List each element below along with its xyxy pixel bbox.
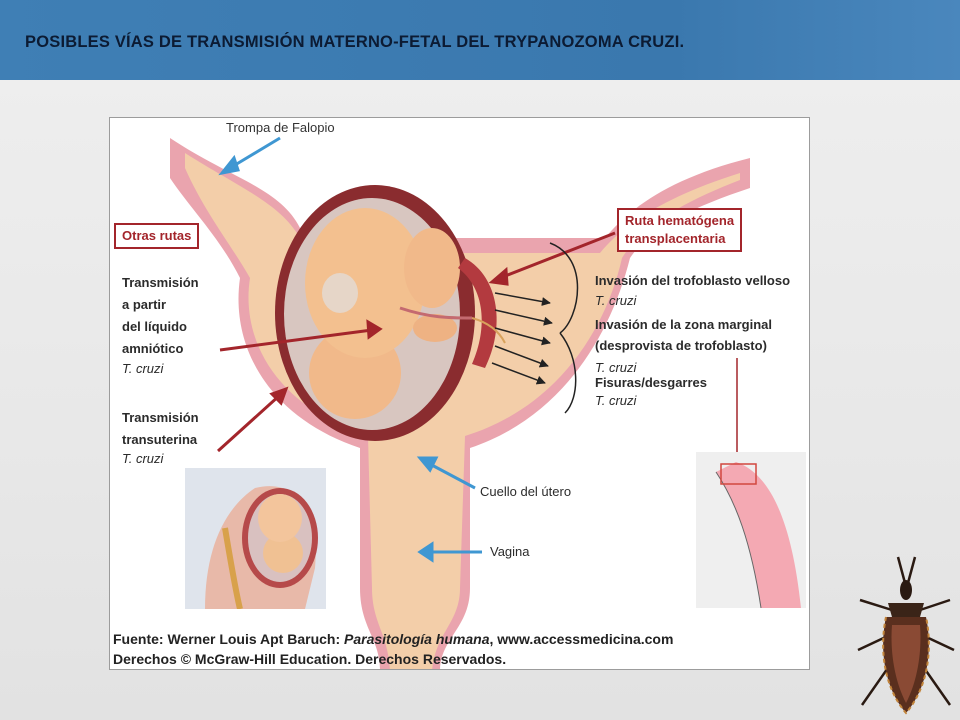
label-cuello-del-utero: Cuello del útero [480, 484, 572, 499]
uterus-illustration [170, 136, 750, 669]
label-fisuras-species: T. cruzi [595, 393, 637, 408]
kissing-bug-image [857, 556, 955, 715]
credit-fuente-prefix: Fuente: Werner Louis Apt Baruch: [113, 631, 345, 647]
label-invasion-velloso: Invasión del trofoblasto velloso [595, 273, 791, 288]
label-amniotico-line-2: a partir [122, 297, 167, 312]
credit-fuente-book: Parasitología humana [344, 631, 490, 647]
credit-fuente: Fuente: Werner Louis Apt Baruch: Parasit… [113, 631, 673, 647]
fetus [305, 208, 460, 419]
inset-pregnancy-image [185, 468, 326, 609]
placenta [458, 258, 497, 368]
box-ruta-hematogena-line-1: Ruta hematógena [625, 213, 735, 228]
label-vagina: Vagina [490, 544, 530, 559]
label-transuterina-species: T. cruzi [122, 451, 164, 466]
label-trompa-de-falopio: Trompa de Falopio [226, 120, 335, 135]
invasion-arrows [491, 292, 553, 385]
label-amniotico-line-3: del líquido [122, 319, 187, 334]
blue-arrows [218, 136, 482, 563]
box-ruta-hematogena-line-2: transplacentaria [625, 231, 726, 246]
box-otras-rutas: Otras rutas [114, 223, 200, 249]
label-velloso-species: T. cruzi [595, 293, 637, 308]
label-amniotico: Transmisión a partir del líquido amnióti… [122, 272, 199, 360]
label-marginal-species: T. cruzi [595, 360, 637, 375]
diagram-panel: Trompa de Falopio Otras rutas Transmisió… [109, 117, 810, 670]
page-title: POSIBLES VÍAS DE TRANSMISIÓN MATERNO-FET… [25, 33, 685, 51]
title-banner: POSIBLES VÍAS DE TRANSMISIÓN MATERNO-FET… [0, 0, 960, 80]
label-transuterina-line-1: Transmisión [122, 410, 199, 425]
label-transuterina-line-2: transuterina [122, 432, 198, 447]
credit-fuente-suffix: , www.accessmedicina.com [489, 631, 674, 647]
label-invasion-marginal-line-2: (desprovista de trofoblasto) [595, 338, 767, 353]
label-amniotico-line-4: amniótico [122, 341, 184, 356]
label-invasion-marginal: Invasión de la zona marginal (desprovist… [595, 314, 772, 356]
box-ruta-hematogena: Ruta hematógena transplacentaria [617, 208, 743, 252]
credit-derechos: Derechos © McGraw-Hill Education. Derech… [113, 651, 507, 667]
label-amniotico-line-1: Transmisión [122, 275, 199, 290]
label-amniotico-species: T. cruzi [122, 361, 164, 376]
label-fisuras: Fisuras/desgarres [595, 375, 708, 390]
red-arrows [216, 231, 616, 453]
label-invasion-marginal-line-1: Invasión de la zona marginal [595, 317, 772, 332]
inset-tissue-image [696, 452, 806, 608]
label-transuterina: Transmisión transuterina [122, 407, 199, 451]
